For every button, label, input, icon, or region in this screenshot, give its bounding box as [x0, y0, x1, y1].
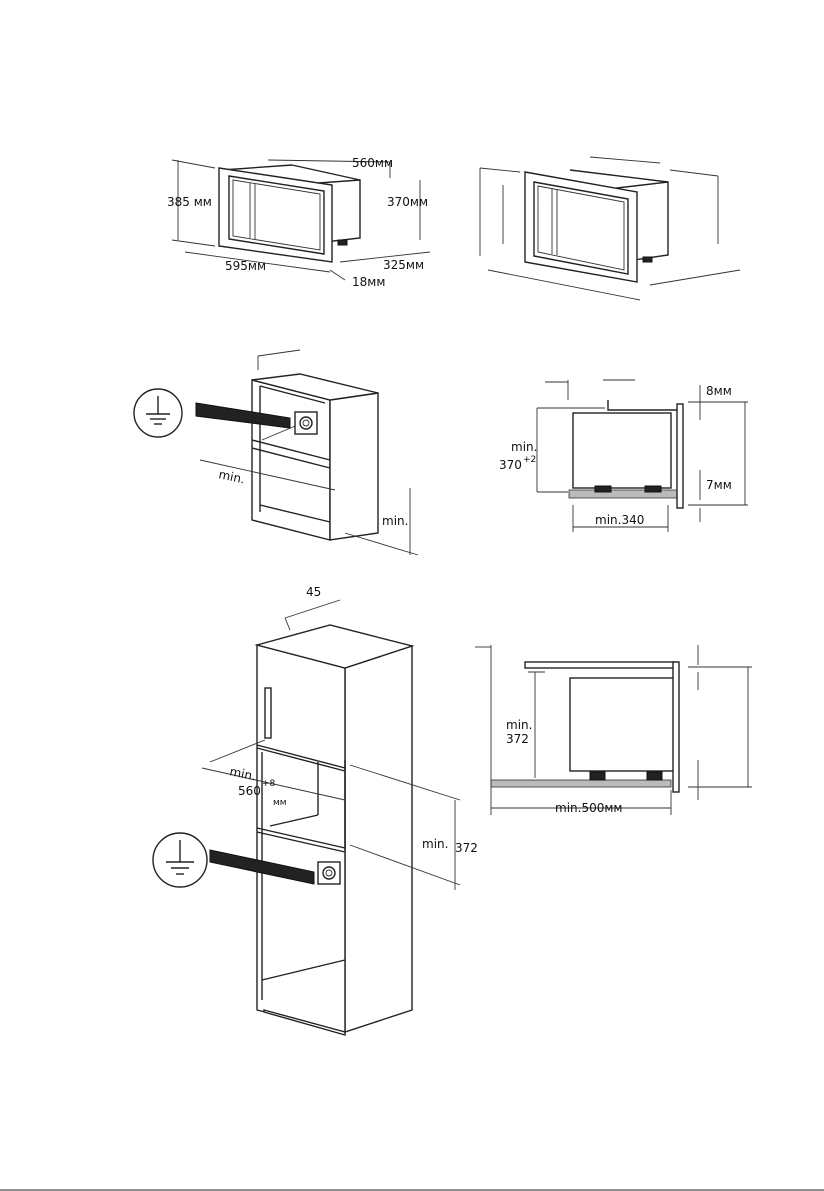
side-section-view	[537, 380, 748, 532]
front-width-label-595: 595мм	[225, 259, 266, 273]
depth-label-45: 45	[306, 585, 321, 599]
tall-cabinet-view	[202, 600, 460, 1035]
min-label-width: min.	[228, 764, 257, 783]
top-gap-label-8: 8мм	[706, 384, 732, 398]
min-label-height: min.	[382, 514, 408, 528]
height-tolerance-plus2: +2	[523, 455, 536, 465]
bottom-gap-label-7: 7мм	[706, 478, 732, 492]
width-label-min340: min.340	[595, 513, 644, 527]
microwave-dimension-view	[480, 157, 740, 300]
depth-label-325: 325мм	[383, 258, 424, 272]
min-label-tall-height: min.	[422, 837, 448, 851]
height-value-372-side: 372	[506, 732, 529, 746]
min-label-depth: min.	[217, 467, 246, 486]
min-label-side: min.	[511, 440, 537, 454]
height-label-385: 385 мм	[167, 195, 212, 209]
ground-symbol-icon	[134, 389, 182, 437]
width-tolerance-plus8: +8	[262, 779, 276, 789]
ground-symbol-icon-2	[153, 833, 207, 887]
inner-height-label-370: 370мм	[387, 195, 428, 209]
width-unit-mm: мм	[273, 798, 287, 808]
frame-label-18: 18мм	[352, 275, 385, 289]
height-value-372: 372	[455, 841, 478, 855]
width-value-560: 560	[238, 784, 261, 798]
height-value-370: 370	[499, 458, 522, 472]
width-label-560: 560мм	[352, 156, 393, 170]
width-label-min500: min.500мм	[555, 801, 622, 815]
min-label-tall-side: min.	[506, 718, 532, 732]
